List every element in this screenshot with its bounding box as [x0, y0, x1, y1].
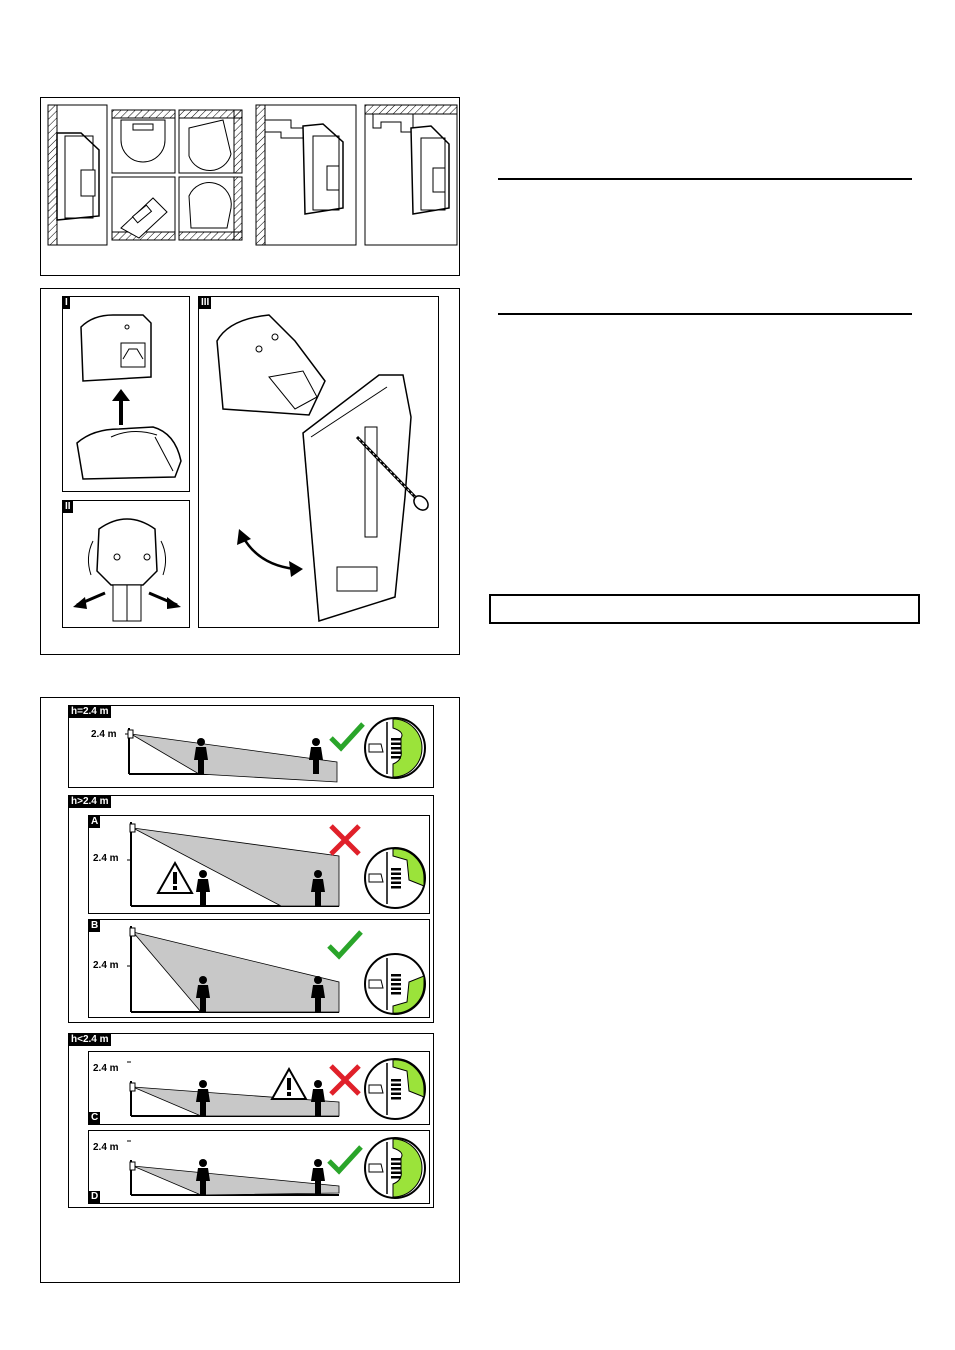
lens-setting-graphic [364, 953, 426, 1015]
detection-scene [127, 1061, 340, 1117]
panel-tag-2: II [63, 501, 73, 513]
lens-setting-graphic [364, 847, 426, 909]
lens-setting-icon [364, 1058, 426, 1120]
height-equal-tag: h=2.4 m [69, 706, 111, 718]
swivel-drawing [73, 518, 181, 622]
assembly-panel-3: III [198, 296, 439, 628]
beam-scene [127, 926, 340, 1013]
detection-scene [127, 1140, 340, 1196]
screw-icon [355, 435, 429, 511]
assembly-panel-1: I [62, 296, 190, 492]
cross-icon [329, 824, 361, 856]
detection-scene [127, 822, 340, 907]
case-c-tag: C [89, 1112, 101, 1124]
lens-setting-graphic [364, 1137, 426, 1199]
case-b: B 2.4 m [88, 919, 430, 1018]
lens-setting-icon [364, 1137, 426, 1199]
person-silhouette [311, 870, 325, 906]
mounting-options-figure [40, 97, 460, 276]
height-above-group: h>2.4 m A 2.4 m B 2.4 m [68, 795, 434, 1023]
mounting-options-drawing [47, 104, 458, 246]
check-icon [327, 1145, 363, 1175]
beam-scene [127, 1061, 340, 1117]
panel-tag-1: I [63, 297, 70, 309]
beam-scene [127, 822, 340, 907]
detach-head-drawing [76, 314, 182, 480]
note-box [489, 594, 920, 624]
detection-scene [125, 728, 338, 783]
lens-setting-icon [364, 953, 426, 1015]
height-label: 2.4 m [93, 853, 119, 864]
lens-setting-icon [364, 847, 426, 909]
person-silhouette [311, 1159, 325, 1195]
check-icon [329, 722, 365, 752]
case-d-tag: D [89, 1191, 101, 1203]
case-a: A 2.4 m [88, 815, 430, 914]
person-silhouette [196, 976, 210, 1012]
detection-scene [127, 926, 340, 1013]
height-above-tag: h>2.4 m [69, 796, 111, 808]
height-equal-row: h=2.4 m 2.4 m [68, 705, 434, 788]
person-silhouette [196, 1159, 210, 1195]
height-below-tag: h<2.4 m [69, 1034, 111, 1046]
person-silhouette [309, 738, 323, 774]
lens-setting-graphic [364, 717, 426, 779]
case-a-tag: A [89, 816, 101, 828]
corner-mount-views [111, 109, 243, 241]
person-silhouette [311, 1080, 325, 1116]
warning-icon [270, 1066, 308, 1100]
mounting-height-figure: h=2.4 m 2.4 m h>2.4 m A 2.4 m B 2.4 m h<… [40, 697, 460, 1283]
case-b-tag: B [89, 920, 101, 932]
case-c: C 2.4 m [88, 1051, 430, 1125]
beam-scene [127, 1140, 340, 1196]
person-silhouette [311, 976, 325, 1012]
assembly-panel-2: II [62, 500, 190, 628]
height-label: 2.4 m [93, 960, 119, 971]
beam-scene [125, 728, 338, 783]
wall-fixing-drawing [216, 314, 429, 622]
person-silhouette [196, 870, 210, 906]
height-below-group: h<2.4 m C 2.4 m D 2.4 m [68, 1033, 434, 1208]
person-silhouette [196, 1080, 210, 1116]
height-label: 2.4 m [91, 729, 117, 740]
section-rule-1 [498, 178, 912, 180]
panel-tag-3: III [199, 297, 212, 309]
warning-icon [156, 860, 194, 894]
section-rule-2 [498, 313, 912, 315]
case-d: D 2.4 m [88, 1130, 430, 1204]
cross-icon [329, 1064, 361, 1096]
height-label: 2.4 m [93, 1142, 119, 1153]
assembly-figure: I II II [40, 288, 460, 655]
height-label: 2.4 m [93, 1063, 119, 1074]
check-icon [327, 930, 363, 960]
lens-setting-icon [364, 717, 426, 779]
lens-setting-graphic [364, 1058, 426, 1120]
person-silhouette [194, 738, 208, 774]
